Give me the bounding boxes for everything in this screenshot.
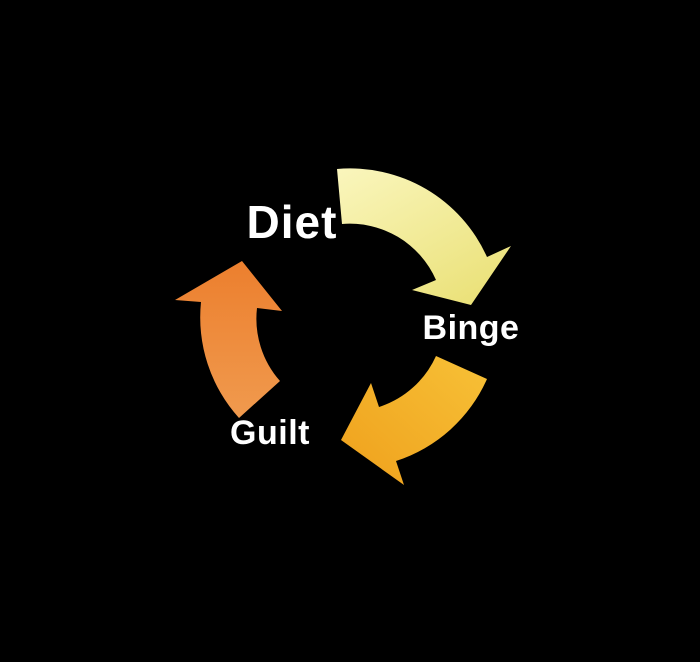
arrow-binge-to-guilt-icon: [341, 356, 487, 485]
arrow-diet-to-binge-icon: [337, 168, 511, 305]
node-label-binge: Binge: [423, 309, 520, 347]
node-label-guilt: Guilt: [230, 414, 310, 452]
arrow-guilt-to-diet-icon: [175, 261, 282, 418]
node-label-diet: Diet: [247, 196, 338, 248]
